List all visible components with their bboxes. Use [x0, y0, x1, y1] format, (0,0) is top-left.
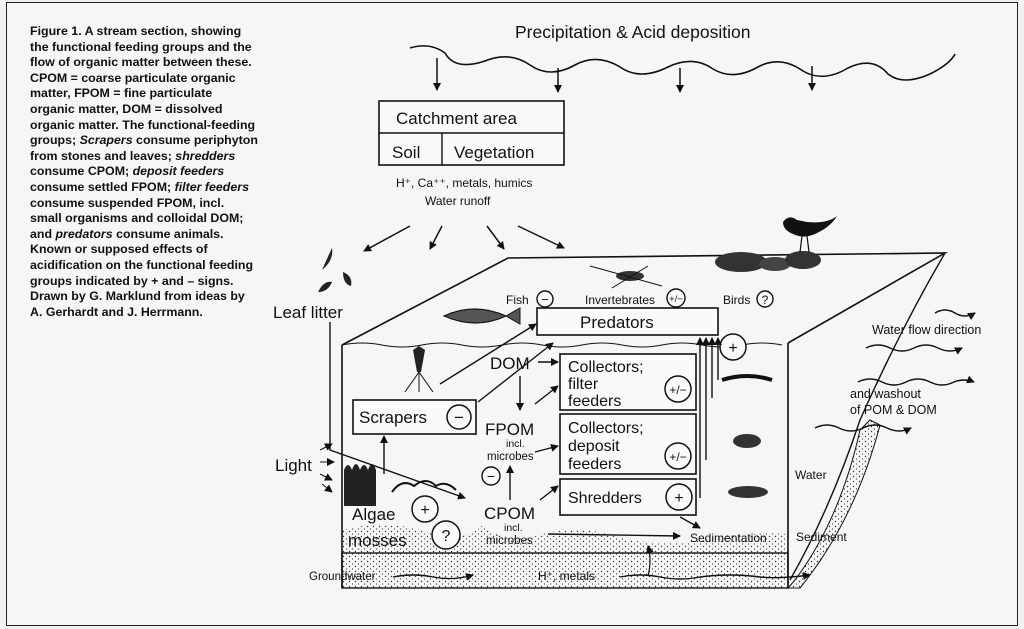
algae-sign-text: +	[420, 502, 429, 519]
washout-label: and washout	[850, 387, 921, 401]
fpom-label: FPOM	[485, 420, 534, 439]
vegetation-label: Vegetation	[454, 143, 534, 162]
fpom-sign	[481, 466, 501, 486]
caption-text: consume animals. Known or supposed effec…	[30, 226, 254, 319]
mayfly-icon	[404, 346, 434, 393]
mosses-sign-text: ?	[442, 528, 451, 545]
birds-sign-text: ?	[762, 293, 769, 307]
leaf-litter-label: Leaf litter	[273, 303, 343, 322]
stone-icon	[715, 252, 767, 272]
caption-text: consume settled FPOM;	[30, 179, 175, 194]
invertebrate-icon	[589, 265, 663, 289]
collectors-filter-label: filter	[568, 376, 599, 393]
birds-sign	[756, 290, 774, 308]
sediment-label: Sediment	[796, 530, 847, 544]
collectors-deposit-label: Collectors;	[568, 420, 644, 437]
water-flow-label: Water flow direction	[872, 323, 981, 337]
cpom-microbes-label: microbes	[486, 535, 533, 547]
collectors-deposit-sign-text: +/−	[669, 450, 686, 464]
cloud-shape	[409, 45, 956, 81]
scrapers-label: Scrapers	[359, 408, 427, 427]
figure-caption: Figure 1. A stream section, showing the …	[30, 24, 258, 320]
invertebrates-sign-text: +/−	[669, 294, 683, 305]
invertebrates-label: Invertebrates	[585, 293, 655, 307]
shredders-sign-text: +	[674, 490, 683, 507]
light-label: Light	[275, 456, 312, 475]
algae-sign	[411, 495, 439, 523]
cpom-label: CPOM	[484, 504, 535, 523]
collectors-filter-label: feeders	[568, 393, 621, 410]
caption-text-italic: Scrapers	[79, 133, 133, 148]
soil-label: Soil	[392, 143, 420, 162]
birds-label: Birds	[723, 293, 750, 307]
scrapers-sign-text: −	[454, 408, 464, 427]
collectors-filter-sign-text: +/−	[669, 383, 686, 397]
leaf-icon	[343, 272, 352, 286]
fpom-microbes-label: microbes	[487, 451, 534, 463]
caption-text-italic: predators	[55, 226, 113, 241]
caption-text: consume CPOM;	[30, 164, 133, 179]
ions-label: H⁺, Ca⁺⁺, metals, humics	[396, 176, 532, 190]
caption-text-italic: shredders	[175, 148, 236, 163]
collectors-deposit-label: feeders	[568, 456, 621, 473]
cpom-incl-label: incl.	[504, 522, 523, 534]
predators-label: Predators	[580, 313, 654, 332]
shredders-label: Shredders	[568, 490, 642, 507]
algae-label: Algae	[352, 505, 395, 524]
collectors-filter-sign	[664, 375, 692, 403]
leaf-icon	[318, 281, 332, 292]
fish-icon	[442, 307, 521, 325]
caption-text-italic: deposit feeders	[132, 164, 225, 179]
washout-label: of POM & DOM	[850, 403, 937, 417]
dom-label: DOM	[490, 354, 530, 373]
predators-sign-text: +	[728, 340, 737, 357]
mosses-label: mosses	[348, 531, 407, 550]
scrapers-sign	[446, 404, 472, 430]
fpom-incl-label: incl.	[506, 438, 525, 450]
caption-text-italic: filter feeders	[174, 179, 249, 194]
caption-text: consume periphyton from stones and leave…	[30, 133, 258, 163]
fish-sign-text: −	[541, 292, 549, 307]
fish-label: Fish	[506, 293, 529, 307]
shredders-sign	[665, 483, 693, 511]
mosses-sign	[431, 520, 461, 550]
bird-icon	[783, 216, 837, 237]
fpom-sign-text: −	[487, 468, 495, 484]
predators-box	[536, 307, 719, 336]
leaf-icon	[322, 248, 333, 270]
groundwater-label: Groundwater	[309, 571, 376, 583]
water-label: Water	[795, 468, 827, 482]
collectors-deposit-sign	[664, 442, 692, 470]
sedimentation-label: Sedimentation	[690, 531, 767, 545]
predators-sign	[719, 333, 747, 361]
invertebrates-sign	[666, 288, 686, 308]
fish-sign	[536, 290, 554, 308]
collectors-filter-label: Collectors;	[568, 359, 644, 376]
runoff-label: Water runoff	[425, 194, 491, 208]
caption-text: Figure 1. A stream section, showing the …	[30, 24, 256, 148]
precipitation-label: Precipitation & Acid deposition	[515, 22, 750, 42]
catchment-label: Catchment area	[396, 109, 517, 128]
collectors-deposit-label: deposit	[568, 438, 620, 455]
algae-icon	[344, 464, 457, 506]
invertebrate-icon	[721, 374, 773, 498]
caption-text: consume suspended FPOM, incl. small orga…	[30, 195, 244, 241]
gw-ions-label: H⁺, metals	[538, 569, 595, 583]
